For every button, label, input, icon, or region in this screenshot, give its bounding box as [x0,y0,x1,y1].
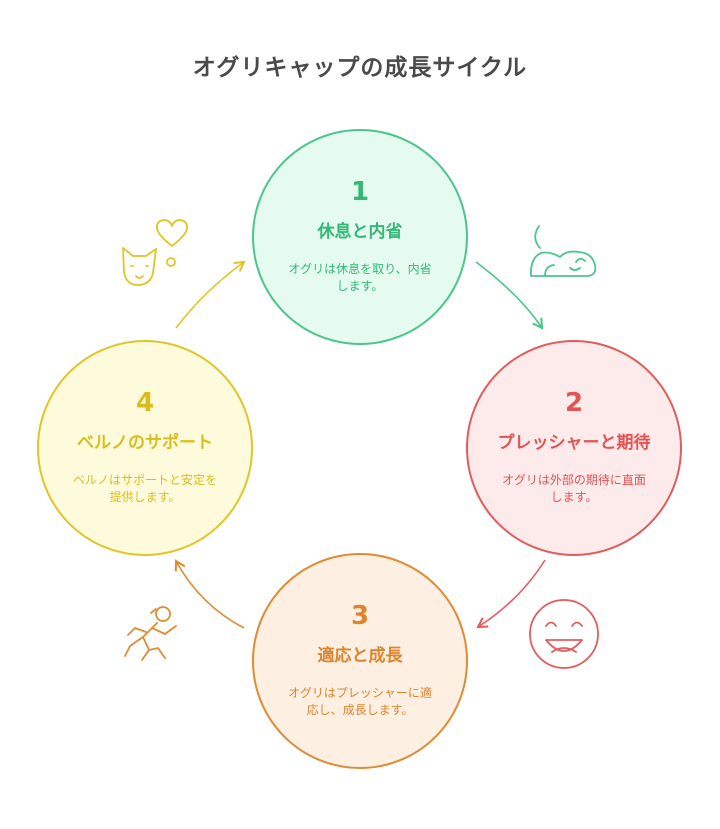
node-heading: 休息と内省 [317,221,403,242]
node-heading: プレッシャーと期待 [497,432,651,453]
node-heading: ベルノのサポート [77,432,213,453]
cycle-node-adaptation: 3 適応と成長 オグリはプレッシャーに適応し、成長します。 [252,553,468,769]
smiley-face-icon [529,599,599,669]
node-heading: 適応と成長 [317,645,403,666]
node-number: 1 [350,176,370,207]
node-number: 3 [350,600,370,631]
node-number: 2 [564,387,584,418]
sleeping-dog-icon [530,225,597,277]
cat-with-heart-icon [122,219,189,286]
cycle-node-pressure: 2 プレッシャーと期待 オグリは外部の期待に直面します。 [466,340,682,556]
node-description: オグリはプレッシャーに適応し、成長します。 [288,685,432,718]
cycle-node-support: 4 ベルノのサポート ベルノはサポートと安定を提供します。 [37,340,253,556]
node-number: 4 [135,387,155,418]
arrow-2-to-3 [476,559,546,629]
arrow-4-to-1 [175,260,246,329]
node-description: オグリは外部の期待に直面します。 [502,472,646,505]
diagram-title: オグリキャップの成長サイクル [192,55,528,81]
node-description: オグリは休息を取り、内省します。 [288,261,432,294]
arrow-3-to-4 [174,559,245,629]
node-description: ベルノはサポートと安定を提供します。 [73,472,218,505]
cycle-node-rest: 1 休息と内省 オグリは休息を取り、内省します。 [252,129,468,345]
arrow-1-to-2 [475,261,544,330]
running-person-icon [124,606,177,661]
